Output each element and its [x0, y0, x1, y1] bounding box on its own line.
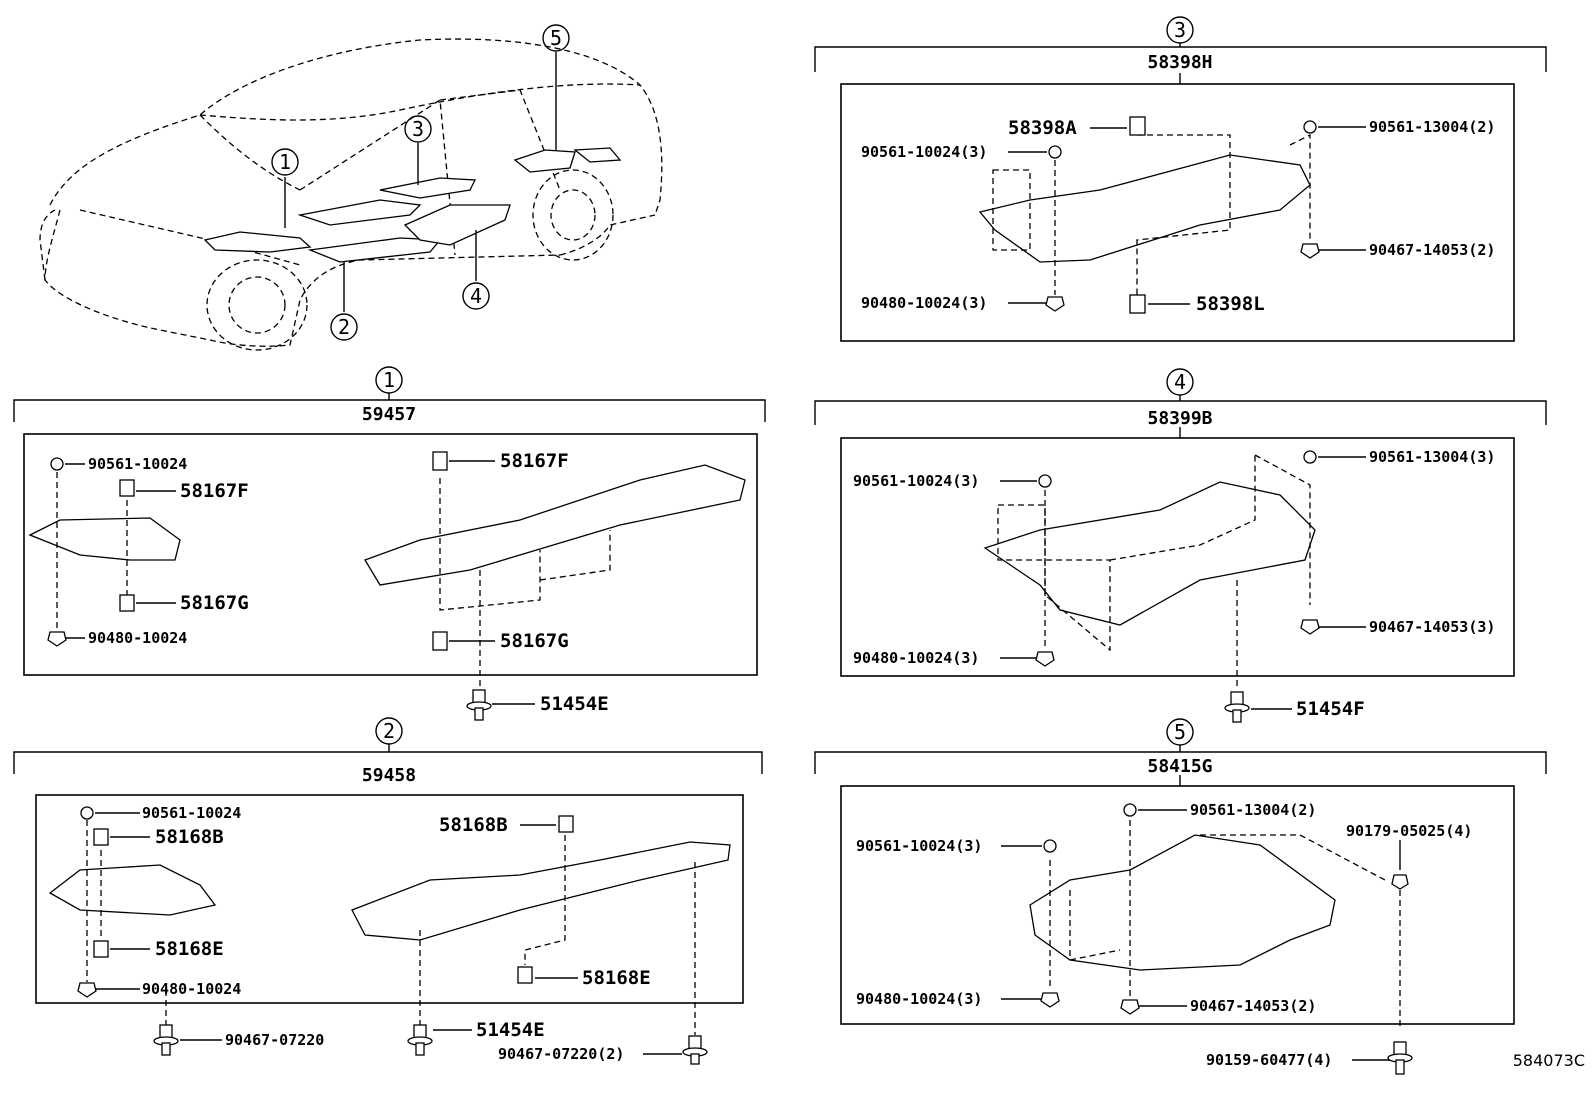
- panel-2-right-label-1: 58168E: [582, 967, 651, 989]
- panel-2-below-label-0: 90467-07220: [225, 1031, 324, 1049]
- panel-3-label-1: 90561-10024(3): [861, 143, 987, 161]
- panel-3-title: 58398H: [1147, 52, 1212, 73]
- panel-1-left-label-2: 58167G: [180, 592, 249, 614]
- panel-3-label-0: 58398A: [1008, 117, 1077, 139]
- panel-2-title: 59458: [362, 765, 416, 786]
- panel-2: 2 59458 90561-10024 58168B 58168E 90480-…: [13, 717, 763, 1065]
- panel-5: 5 58415G 90561-13004(2) 90179-05025(4) 9…: [814, 718, 1547, 1075]
- panel-1-left-label-1: 58167F: [180, 480, 249, 502]
- panel-3-label-4: 90480-10024(3): [861, 294, 987, 312]
- panel-2-left-label-2: 58168E: [155, 938, 224, 960]
- car-overview: 1 2 3 4 5: [39, 24, 663, 351]
- panel-5-title: 58415G: [1147, 756, 1212, 777]
- panel-4-title: 58399B: [1147, 408, 1212, 429]
- panel-2-callout: 2: [383, 719, 395, 743]
- panel-4-label-2: 90467-14053(3): [1369, 618, 1495, 636]
- panel-3-label-3: 90467-14053(2): [1369, 241, 1495, 259]
- panel-4-callout: 4: [1174, 370, 1186, 394]
- panel-1-right-label-1: 58167G: [500, 630, 569, 652]
- panel-5-label-2: 90561-10024(3): [856, 837, 982, 855]
- panel-1-left-label-0: 90561-10024: [88, 455, 187, 473]
- callout-3-label: 3: [412, 117, 424, 141]
- callout-5-label: 5: [550, 26, 562, 50]
- callout-2-label: 2: [338, 315, 350, 339]
- panel-2-below-label-1: 51454E: [476, 1019, 545, 1041]
- panel-1-below-label-0: 51454E: [540, 693, 609, 715]
- panel-3-label-5: 58398L: [1196, 293, 1265, 315]
- panel-5-label-4: 90467-14053(2): [1190, 997, 1316, 1015]
- callout-1-label: 1: [279, 150, 291, 174]
- panel-5-label-3: 90480-10024(3): [856, 990, 982, 1008]
- panel-3: 3 58398H 58398A 90561-10024(3) 90561-130…: [814, 16, 1547, 342]
- panel-4-label-1: 90561-13004(3): [1369, 448, 1495, 466]
- panel-5-label-0: 90561-13004(2): [1190, 801, 1316, 819]
- panel-2-below-label-2: 90467-07220(2): [498, 1045, 624, 1063]
- panel-2-left-label-3: 90480-10024: [142, 980, 241, 998]
- panel-1-title: 59457: [362, 404, 416, 425]
- panel-1-callout: 1: [383, 368, 395, 392]
- panel-1: 1 59457 90561-10024 58167F 58167G 90480-…: [13, 366, 766, 721]
- panel-5-label-1: 90179-05025(4): [1346, 822, 1472, 840]
- panel-1-right-label-0: 58167F: [500, 450, 569, 472]
- panel-1-left-label-3: 90480-10024: [88, 629, 187, 647]
- panel-4-label-3: 90480-10024(3): [853, 649, 979, 667]
- panel-4-label-0: 90561-10024(3): [853, 472, 979, 490]
- panel-4: 4 58399B 90561-10024(3) 90561-13004(3) 9…: [814, 368, 1547, 723]
- panel-2-right-label-0: 58168B: [439, 814, 508, 836]
- panel-5-callout: 5: [1174, 720, 1186, 744]
- callout-4-label: 4: [470, 284, 482, 308]
- panel-4-below-label-0: 51454F: [1296, 698, 1365, 720]
- panel-2-left-label-1: 58168B: [155, 826, 224, 848]
- panel-2-left-label-0: 90561-10024: [142, 804, 241, 822]
- panel-3-label-2: 90561-13004(2): [1369, 118, 1495, 136]
- panel-5-below-label-0: 90159-60477(4): [1206, 1051, 1332, 1069]
- figure-code: 584073C: [1513, 1051, 1585, 1070]
- panel-3-callout: 3: [1174, 18, 1186, 42]
